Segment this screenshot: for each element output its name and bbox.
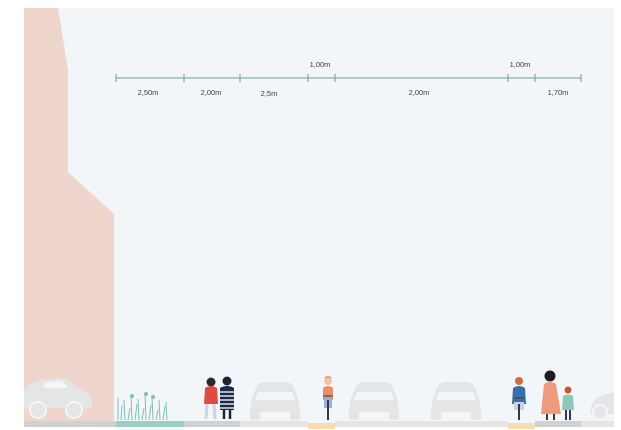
planter-icon	[117, 392, 168, 421]
car-side-partial-icon	[590, 392, 614, 420]
dimension-line	[115, 74, 582, 82]
building-facade	[24, 8, 114, 423]
dimension-label-planter: 2,00m	[200, 88, 222, 97]
dimension-label-sidewalk: 2,50m	[137, 88, 159, 97]
cross-section-panel	[24, 8, 614, 423]
cyclist-icon	[323, 376, 333, 420]
dimension-label-bike-lane-right: 1,00m	[509, 60, 531, 69]
dimension-label-bike-lane-left: 1,00m	[309, 60, 331, 69]
car-front-icon	[349, 382, 399, 420]
car-front-icon	[431, 382, 481, 420]
dimension-label-sidewalk-right: 1,70m	[547, 88, 569, 97]
car-front-icon	[250, 382, 300, 420]
cyclist-icon	[512, 377, 526, 420]
car-side-icon	[24, 378, 92, 419]
dimension-label-parking: 2,5m	[260, 89, 278, 98]
pedestrian-pair-icon	[204, 376, 234, 420]
dimension-label-carriageway: 2,00m	[408, 88, 430, 97]
pedestrian-family-icon	[541, 370, 574, 420]
ground-strip	[24, 421, 614, 429]
